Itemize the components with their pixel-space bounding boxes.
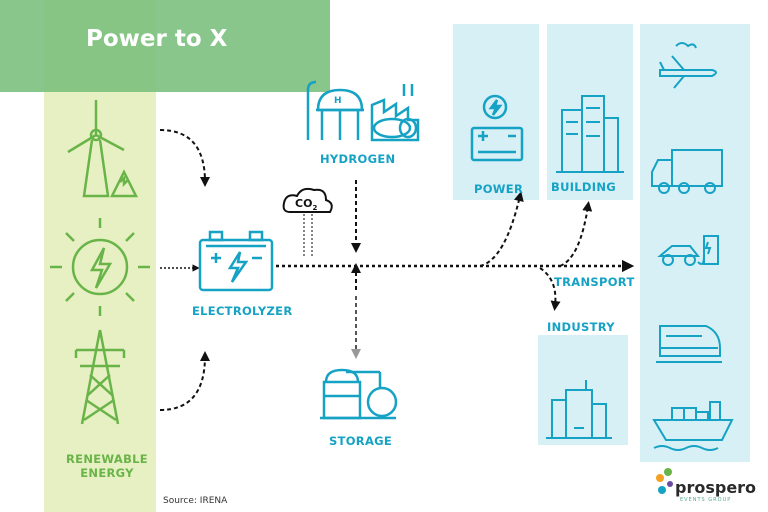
storage-label: STORAGE bbox=[329, 434, 393, 448]
building-label: BUILDING bbox=[551, 180, 616, 194]
train-icon bbox=[656, 325, 722, 363]
co2-arrow bbox=[303, 214, 313, 256]
hydrogen-label: HYDROGEN bbox=[320, 152, 396, 166]
power-battery-icon bbox=[470, 94, 524, 162]
building-branch-arrow bbox=[559, 201, 593, 267]
storage-tank-icon bbox=[320, 368, 398, 420]
truck-icon bbox=[651, 149, 723, 194]
industry-label: INDUSTRY bbox=[547, 320, 615, 334]
wind-turbine-icon bbox=[67, 100, 139, 198]
power-branch-arrow bbox=[479, 191, 524, 267]
industry-building-icon bbox=[546, 380, 612, 439]
logo-name: prospero bbox=[675, 478, 757, 497]
source-note: Source: IRENA bbox=[163, 496, 228, 506]
power-label: POWER bbox=[474, 182, 524, 196]
airplane-icon bbox=[659, 42, 717, 89]
solar-energy-icon bbox=[50, 218, 150, 316]
co2-cloud-icon bbox=[282, 187, 333, 213]
transport-label: TRANSPORT bbox=[554, 275, 635, 289]
h2-label: H bbox=[334, 96, 342, 106]
page-title: Power to X bbox=[86, 26, 228, 52]
logo-tagline: EVENTS GROUP bbox=[680, 497, 732, 503]
renewable-energy-label: RENEWABLE ENERGY bbox=[66, 452, 148, 480]
title-banner bbox=[0, 0, 330, 92]
electrolyzer-label: ELECTROLYZER bbox=[192, 304, 293, 318]
electrolyzer-icon bbox=[198, 230, 274, 292]
electric-car-icon bbox=[657, 235, 719, 266]
tower-to-electrolyzer-arrow bbox=[159, 351, 210, 411]
co2-label: CO2 bbox=[295, 197, 318, 213]
cargo-ship-icon bbox=[652, 401, 734, 451]
hydrogen-tank-icon bbox=[306, 80, 364, 140]
power-tower-icon bbox=[74, 329, 126, 425]
wind-to-electrolyzer-arrow bbox=[159, 129, 210, 187]
transport-panel bbox=[640, 24, 750, 462]
industry-branch-arrow bbox=[539, 267, 561, 311]
building-icon bbox=[556, 95, 624, 173]
factory-icon bbox=[370, 84, 420, 142]
prospero-logo-icon bbox=[656, 468, 673, 494]
